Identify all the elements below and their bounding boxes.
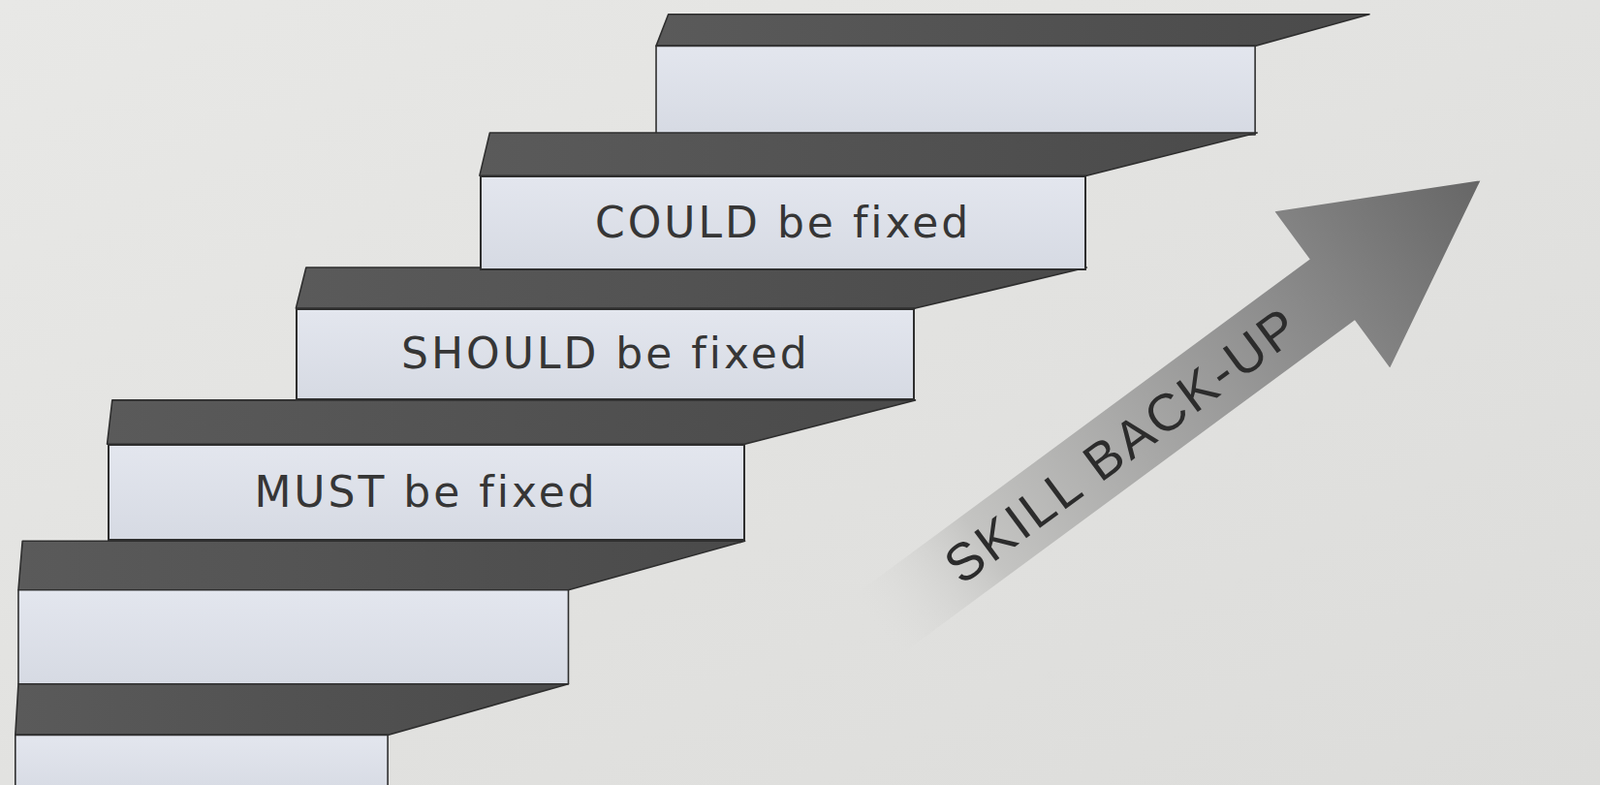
step-front: SHOULD be fixed — [295, 308, 915, 401]
step-top — [295, 267, 1087, 309]
step-front: COULD be fixed — [479, 175, 1087, 271]
step-front — [15, 734, 388, 785]
step-front — [656, 45, 1255, 135]
step-label: MUST be fixed — [253, 469, 597, 516]
step-top — [107, 400, 916, 444]
step-front: MUST be fixed — [107, 443, 746, 541]
step-front — [18, 590, 569, 685]
step-top — [479, 132, 1257, 176]
step-top — [18, 540, 746, 591]
step-top — [656, 14, 1370, 47]
arrow-body — [818, 102, 1538, 704]
step-top — [15, 684, 569, 736]
step-label: COULD be fixed — [595, 199, 972, 247]
step-label: SHOULD be fixed — [401, 330, 811, 377]
